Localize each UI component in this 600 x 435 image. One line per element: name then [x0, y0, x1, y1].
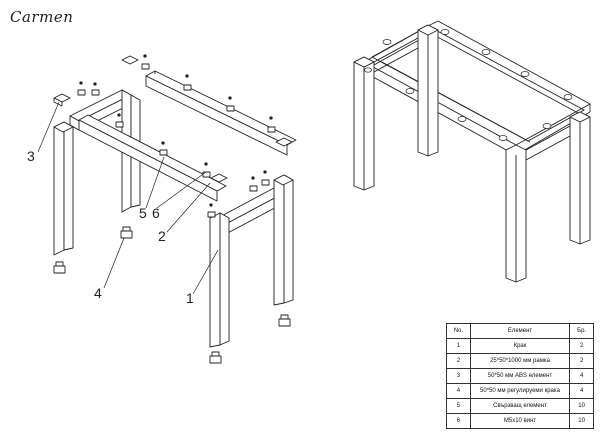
product-title: Carmen [10, 8, 74, 26]
leader-lines [37, 101, 219, 295]
cell-element: M5x10 винт [469, 413, 571, 429]
header-count: Бр. [569, 323, 594, 339]
cell-count: 4 [569, 368, 594, 384]
callout-2: 2 [158, 228, 166, 244]
header-number: No. [446, 323, 471, 339]
cell-element: Крак [469, 338, 571, 354]
table-row: 3 50*50 мм ABS елемент 4 [446, 368, 594, 384]
table-row: 2 25*50*1000 мм рамка 2 [446, 353, 594, 369]
table-row: 5 Свързващ елемент 10 [446, 398, 594, 414]
cell-element: Свързващ елемент [469, 398, 571, 414]
cell-element: 25*50*1000 мм рамка [469, 353, 571, 369]
callout-5: 5 [139, 205, 147, 221]
cell-number: 6 [446, 413, 471, 429]
parts-table-header: No. Елемент Бр. [446, 323, 594, 339]
cell-element: 50*50 мм регулируеми крака [469, 383, 571, 399]
cell-number: 1 [446, 338, 471, 354]
header-element: Елемент [469, 323, 571, 339]
parts-table: No. Елемент Бр. 1 Крак 2 2 25*50*1000 мм… [446, 323, 594, 429]
cell-count: 10 [569, 398, 594, 414]
callout-6: 6 [152, 205, 160, 221]
adjustable-feet [53, 226, 291, 364]
cell-number: 3 [446, 368, 471, 384]
right-leg-frame [209, 174, 294, 348]
callout-1: 1 [186, 290, 194, 306]
table-row: 6 M5x10 винт 10 [446, 413, 594, 429]
front-frame-rail [78, 114, 227, 202]
callout-3: 3 [27, 148, 35, 164]
callout-4: 4 [94, 285, 102, 301]
cell-count: 4 [569, 383, 594, 399]
cell-number: 5 [446, 398, 471, 414]
cell-count: 2 [569, 353, 594, 369]
rear-frame-rail [145, 70, 297, 156]
abs-caps [53, 55, 293, 183]
assembled-table [353, 20, 591, 283]
cell-element: 50*50 мм ABS елемент [469, 368, 571, 384]
table-row: 1 Крак 2 [446, 338, 594, 354]
cell-number: 2 [446, 353, 471, 369]
cell-count: 2 [569, 338, 594, 354]
cell-number: 4 [446, 383, 471, 399]
table-row: 4 50*50 мм регулируеми крака 4 [446, 383, 594, 399]
cell-count: 10 [569, 413, 594, 429]
